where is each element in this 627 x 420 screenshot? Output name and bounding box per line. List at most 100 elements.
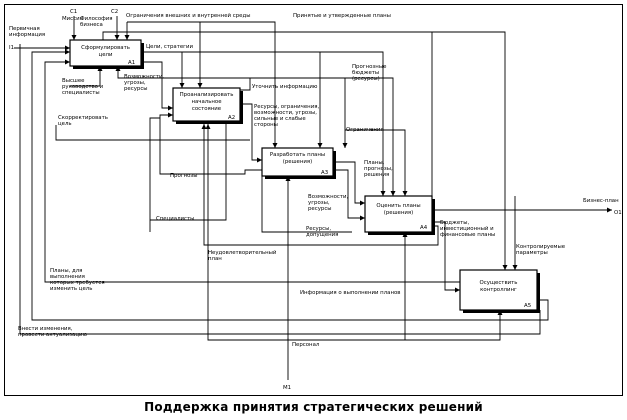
arrow-resources-allowances — [261, 160, 352, 233]
label-input-info-1: Первичная — [9, 26, 40, 32]
label-personnel: Персонал — [292, 342, 319, 348]
box-a1-label-line-2: цели — [99, 52, 113, 58]
diagram-frame — [4, 4, 623, 396]
label-plans-change-2: выполнения — [50, 274, 85, 280]
arrow-specialists — [149, 117, 160, 232]
arrow-bad-plan — [201, 124, 439, 246]
arrow-labels: Первичная информация Миссия Философия би… — [9, 12, 619, 348]
label-accepted-plans: Принятые и утвержденные планы — [293, 13, 391, 19]
box-a4-label-line-2: (решения) — [384, 210, 413, 216]
arrow-personnel-a2 — [205, 124, 288, 341]
label-plans-2: прогнозы, — [364, 166, 393, 172]
icom-codes: I1 C1 C2 M1 O1 — [9, 9, 622, 391]
label-forecast-budgets-2: бюджеты — [352, 70, 379, 76]
label-resources-1: Ресурсы, ограничения, — [254, 104, 319, 110]
arrow-plans-change — [44, 59, 460, 283]
box-a2-label-line-2: начальное — [191, 99, 222, 105]
arrow-forecasts — [159, 112, 262, 175]
label-bad-plan-1: Неудовлетворительный — [208, 249, 277, 256]
arrow-personnel-a5 — [405, 310, 503, 341]
activity-box-a5: Осуществить контроллинг A5 — [459, 269, 540, 313]
label-management-3: специалисты — [62, 90, 100, 96]
label-resources-allowances-2: допущения — [306, 232, 338, 238]
label-opportunities-2: угрозы, — [124, 80, 146, 86]
idef0-diagram: Сформулировать цели A1 Проанализировать … — [9, 9, 622, 391]
box-a4-label-line-1: Оценить планы — [376, 203, 420, 209]
label-adjust-goal-1: Скорректировать — [58, 115, 108, 121]
box-a2-label-line-3: состояние — [192, 106, 222, 112]
label-input-info-2: информация — [9, 32, 45, 38]
box-a1-id: A1 — [128, 60, 135, 66]
arrow-accepted-plans — [102, 31, 433, 210]
box-a3-label-line-2: (решения) — [283, 159, 312, 165]
svg-text:состояние: состояние — [192, 106, 222, 112]
label-controlled-params-1: Контролируемые — [516, 244, 566, 250]
label-opp-1: Возможности, — [308, 194, 349, 200]
arrow-goals-a4 — [320, 51, 386, 196]
svg-text:Сформулировать: Сформулировать — [81, 45, 130, 51]
arrow-adjust-goal — [55, 125, 250, 141]
label-resources-2: возможности, угрозы, — [254, 110, 317, 116]
label-opp-2: угрозы, — [308, 200, 330, 206]
arrow-forecast-budgets — [345, 77, 396, 196]
label-plans-1: Планы, — [364, 160, 385, 166]
arrow-plans — [333, 161, 365, 206]
arrow-constraints-a3 — [127, 21, 278, 148]
arrow-resources-a3 — [240, 103, 262, 163]
label-philosophy-1: Философия — [80, 16, 113, 22]
svg-text:контроллинг: контроллинг — [480, 287, 517, 293]
activity-box-a3: Разработать планы (решения) A3 — [261, 147, 336, 179]
svg-text:Осуществить: Осуществить — [480, 280, 518, 286]
arrows — [14, 16, 612, 380]
label-adjust-goal-2: цель — [58, 121, 72, 127]
label-make-changes-2: провести актуализацию — [18, 332, 88, 338]
label-opp-3: ресурсы — [308, 206, 332, 212]
label-specialists: Специалисты — [156, 216, 194, 222]
code-o1: O1 — [614, 210, 622, 216]
label-forecasts: Прогнозы — [170, 173, 198, 179]
activity-box-a1: Сформулировать цели A1 — [69, 39, 144, 69]
box-a5-label-line-2: контроллинг — [480, 287, 517, 293]
arrow-make-changes — [19, 44, 541, 335]
code-c2: C2 — [111, 9, 118, 15]
label-opportunities-1: Возможности, — [124, 74, 165, 80]
label-plans-change-3: которых требуется — [50, 280, 105, 286]
label-goals: Цели, стратегии — [146, 44, 193, 50]
activity-box-a4: Оценить планы (решения) A4 — [364, 195, 435, 235]
box-a3-id: A3 — [321, 170, 328, 176]
svg-text:начальное: начальное — [191, 99, 222, 105]
label-plans-change-4: изменить цель — [50, 286, 92, 292]
label-resources-allowances-1: Ресурсы, — [306, 226, 331, 232]
diagram-caption: Поддержка принятия стратегических решени… — [144, 400, 483, 414]
box-a5-label-line-1: Осуществить — [480, 280, 518, 286]
label-bad-plan-2: план — [208, 256, 222, 262]
label-budgets-3: финансовые планы — [440, 232, 495, 238]
arrow-personnel-a4 — [288, 232, 408, 341]
box-a2-label-line-1: Проанализировать — [180, 92, 234, 98]
code-i1: I1 — [9, 45, 14, 51]
code-c1: C1 — [70, 9, 77, 15]
label-clarify-info: Уточнить информацию — [252, 84, 318, 90]
label-resources-4: стороны — [254, 122, 278, 128]
label-resources-3: сильные и слабые — [254, 116, 306, 122]
svg-text:(решения): (решения) — [283, 159, 312, 165]
svg-text:(решения): (решения) — [384, 210, 413, 216]
label-controlled-params-2: параметры — [516, 250, 548, 256]
activity-box-a2: Проанализировать начальное состояние A2 — [172, 87, 243, 124]
arrow-opportunities — [141, 61, 173, 111]
label-plan-exec-info: Информация о выполнении планов — [300, 290, 400, 296]
label-philosophy-2: бизнеса — [80, 22, 103, 28]
svg-text:цели: цели — [99, 52, 113, 58]
box-a5-id: A5 — [524, 303, 531, 309]
arrow-management — [70, 66, 103, 87]
label-management-1: Высшее — [62, 78, 85, 84]
label-make-changes-1: Внести изменения, — [18, 326, 73, 332]
label-forecast-budgets-3: (ресурсы) — [352, 76, 380, 82]
label-business-plan: Бизнес-план — [583, 198, 619, 204]
arrow-budgets — [432, 221, 460, 293]
label-budgets-2: инвестиционный и — [440, 225, 494, 232]
svg-text:Оценить планы: Оценить планы — [376, 203, 420, 209]
label-constraints: Ограничения внешних и внутренней среды — [126, 12, 250, 19]
label-mission: Миссия — [62, 16, 83, 22]
box-a3-label-line-1: Разработать планы — [270, 152, 325, 158]
